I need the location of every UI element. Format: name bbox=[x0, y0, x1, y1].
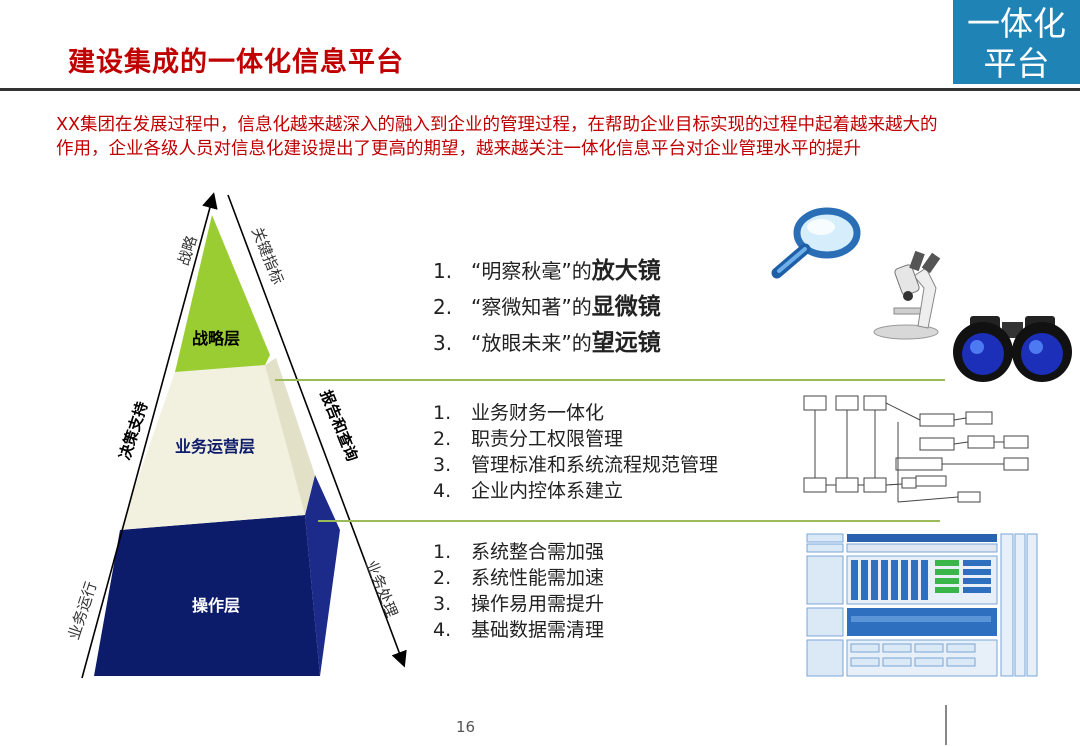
level-label-top: 战略层 bbox=[192, 325, 240, 349]
list-item: 2.“察微知著”的显微镜 bbox=[433, 289, 661, 325]
list-operations: 1.业务财务一体化 2.职责分工权限管理 3.管理标准和系统流程规范管理 4.企… bbox=[433, 400, 718, 504]
level-label-bottom: 操作层 bbox=[192, 592, 240, 616]
list-item: 3.管理标准和系统流程规范管理 bbox=[433, 452, 718, 478]
list-system: 1.系统整合需加强 2.系统性能需加速 3.操作易用需提升 4.基础数据需清理 bbox=[433, 539, 604, 643]
level-label-middle: 业务运营层 bbox=[175, 433, 255, 457]
page-number: 16 bbox=[456, 718, 475, 736]
list-item: 4.基础数据需清理 bbox=[433, 617, 604, 643]
list-tools: 1.“明察秋毫”的放大镜 2.“察微知著”的显微镜 3.“放眼未来”的望远镜 bbox=[433, 253, 661, 361]
platform-architecture-diagram bbox=[803, 530, 1038, 680]
list-item: 1.“明察秋毫”的放大镜 bbox=[433, 253, 661, 289]
flowchart-diagram bbox=[798, 392, 1033, 517]
list-item: 1.业务财务一体化 bbox=[433, 400, 718, 426]
list-item: 2.职责分工权限管理 bbox=[433, 426, 718, 452]
list-item: 3.“放眼未来”的望远镜 bbox=[433, 325, 661, 361]
list-item: 2.系统性能需加速 bbox=[433, 565, 604, 591]
binoculars-icon bbox=[950, 312, 1075, 384]
list-item: 1.系统整合需加强 bbox=[433, 539, 604, 565]
footer-divider bbox=[945, 705, 947, 745]
microscope-icon bbox=[868, 248, 953, 343]
list-item: 3.操作易用需提升 bbox=[433, 591, 604, 617]
list-item: 4.企业内控体系建立 bbox=[433, 478, 718, 504]
magnifier-icon bbox=[765, 205, 865, 285]
